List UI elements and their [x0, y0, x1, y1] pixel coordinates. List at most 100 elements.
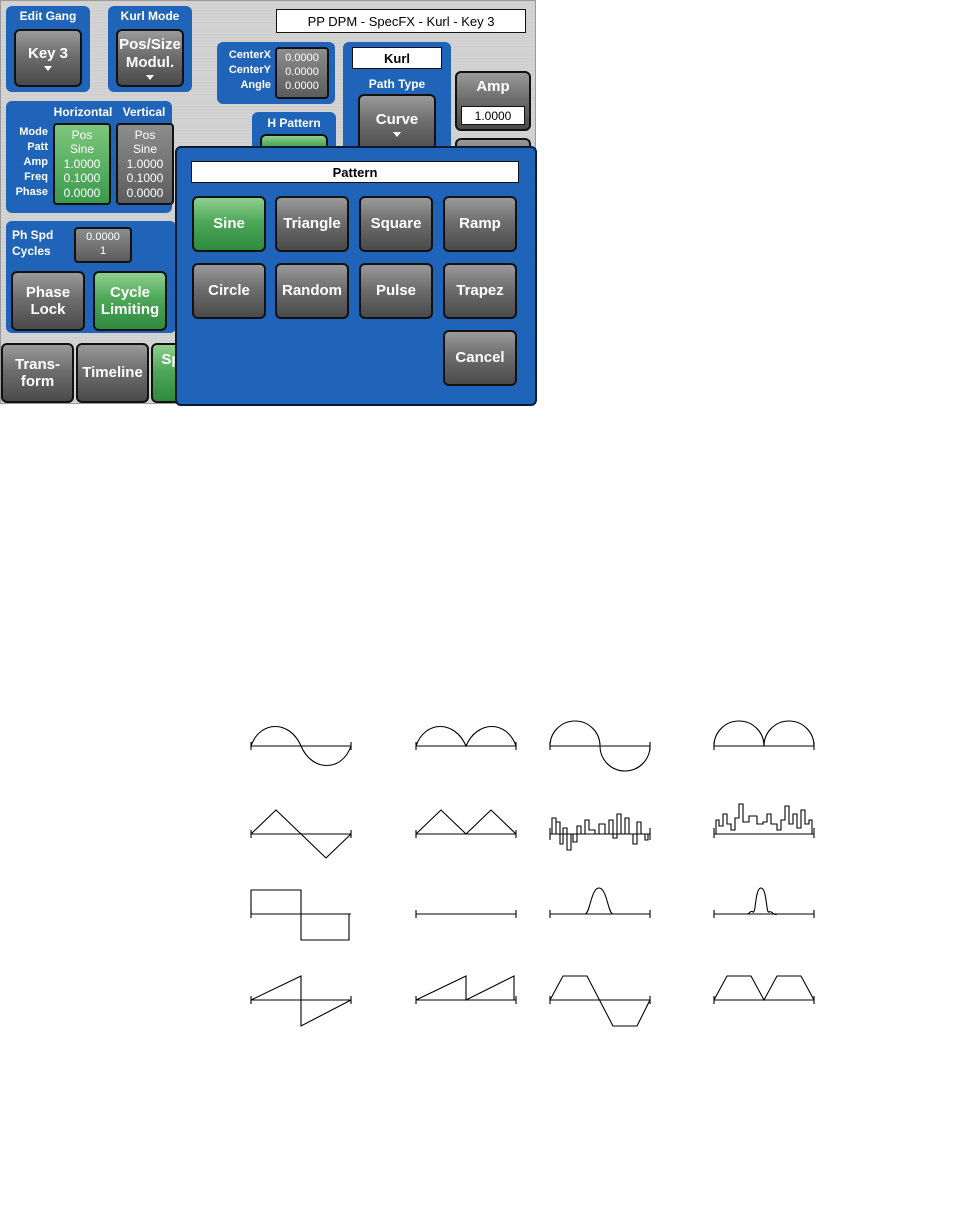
menu-title-field: PP DPM - SpecFX - Kurl - Key 3 — [276, 9, 526, 33]
tab-timeline[interactable]: Timeline — [76, 343, 149, 403]
phase-label: Phase — [15, 186, 48, 198]
center-labels: CenterX CenterY Angle — [219, 48, 271, 93]
phase-values-button[interactable]: 0.0000 1 — [74, 227, 132, 263]
horizontal-mode: Pos — [71, 127, 93, 142]
edit-gang-button[interactable]: Key 3 — [14, 29, 82, 87]
h-pattern-title: H Pattern — [267, 116, 321, 130]
tab-transform-line1: Trans- — [14, 355, 60, 373]
dropdown-arrow-icon — [146, 74, 154, 80]
pattern-popup: Pattern Sine Triangle Square Ramp Circle… — [175, 146, 537, 406]
ramp-abs-waveform-icon — [415, 975, 517, 1004]
kurl-mode-group: Kurl Mode Pos/Size Modul. — [108, 6, 192, 92]
pattern-random-button[interactable]: Random — [275, 263, 349, 319]
dropdown-arrow-icon — [393, 132, 401, 138]
center-y-value: 0.0000 — [285, 66, 319, 79]
square-waveform-icon — [250, 889, 351, 941]
sine-waveform-icon — [250, 725, 352, 767]
pattern-square-button[interactable]: Square — [359, 196, 433, 252]
dropdown-arrow-icon — [44, 66, 52, 72]
pattern-sine-button[interactable]: Sine — [192, 196, 266, 252]
pattern-trapez-label: Trapez — [456, 282, 504, 300]
vertical-title: Vertical — [122, 105, 166, 119]
path-type-label: Curve — [375, 110, 419, 128]
pulse-waveform-icon — [549, 887, 651, 918]
horizontal-freq: 0.1000 — [63, 171, 101, 186]
center-group: CenterX CenterY Angle 0.0000 0.0000 0.00… — [217, 42, 335, 104]
cycle-limiting-button[interactable]: Cycle Limiting — [93, 271, 167, 331]
pattern-circle-button[interactable]: Circle — [192, 263, 266, 319]
pulse-ringing-waveform-icon — [713, 887, 815, 918]
trapezoid-waveform-icon — [549, 975, 651, 1027]
phase-labels: Ph Spd Cycles — [12, 227, 72, 259]
angle-label: Angle — [240, 78, 271, 91]
mode-label: Mode — [19, 126, 48, 138]
vertical-patt: Sine — [132, 142, 158, 157]
kurl-label-field: Kurl — [352, 47, 442, 69]
pattern-row-labels: Mode Patt Amp Freq Phase — [8, 125, 48, 200]
kurl-mode-line2: Modul. — [125, 53, 175, 71]
phase-lock-line1: Phase — [25, 283, 71, 301]
cycle-limiting-line1: Cycle — [109, 283, 151, 301]
horizontal-pattern-button[interactable]: Pos Sine 1.0000 0.1000 0.0000 — [53, 123, 111, 205]
pattern-square-label: Square — [370, 215, 422, 233]
random-waveform-icon — [549, 813, 651, 851]
vertical-mode: Pos — [134, 127, 156, 142]
tab-timeline-label: Timeline — [82, 364, 143, 382]
phase-group: Ph Spd Cycles 0.0000 1 Phase Lock Cycle … — [6, 221, 176, 333]
kurl-mode-title: Kurl Mode — [120, 9, 180, 23]
path-type-button[interactable]: Curve — [358, 94, 436, 154]
circle-waveform-icon — [549, 720, 651, 772]
sine-abs-waveform-icon — [415, 725, 517, 750]
freq-label: Freq — [24, 171, 48, 183]
cycles-value: 1 — [99, 245, 107, 257]
pattern-cancel-label: Cancel — [455, 349, 505, 367]
path-type-group: Kurl Path Type Curve — [343, 42, 451, 154]
cycle-limiting-line2: Limiting — [100, 301, 160, 318]
pattern-ramp-button[interactable]: Ramp — [443, 196, 517, 252]
ph-spd-label: Ph Spd — [12, 228, 54, 242]
horizontal-amp: 1.0000 — [63, 156, 101, 171]
square-abs-waveform-icon — [415, 910, 517, 918]
ramp-waveform-icon — [250, 975, 352, 1027]
angle-value: 0.0000 — [285, 79, 319, 92]
center-y-label: CenterY — [228, 63, 271, 76]
phase-lock-line2: Lock — [30, 301, 66, 318]
pattern-circle-label: Circle — [208, 282, 250, 300]
pattern-trapez-button[interactable]: Trapez — [443, 263, 517, 319]
center-values-button[interactable]: 0.0000 0.0000 0.0000 — [275, 47, 329, 99]
phase-lock-button[interactable]: Phase Lock — [11, 271, 85, 331]
vertical-phase: 0.0000 — [126, 185, 164, 200]
amp-param-label: Amp — [23, 156, 48, 168]
kurl-mode-button[interactable]: Pos/Size Modul. — [116, 29, 184, 87]
pattern-ramp-label: Ramp — [459, 215, 501, 233]
pattern-popup-title: Pattern — [191, 161, 519, 183]
tab-transform[interactable]: Trans- form — [1, 343, 74, 403]
vertical-freq: 0.1000 — [126, 171, 164, 186]
vertical-pattern-button[interactable]: Pos Sine 1.0000 0.1000 0.0000 — [116, 123, 174, 205]
center-x-value: 0.0000 — [285, 52, 319, 65]
edit-gang-title: Edit Gang — [19, 9, 77, 23]
horizontal-title: Horizontal — [53, 105, 113, 119]
pattern-sine-label: Sine — [213, 215, 245, 233]
center-x-label: CenterX — [228, 49, 271, 61]
edit-gang-group: Edit Gang Key 3 — [6, 6, 90, 92]
triangle-waveform-icon — [250, 809, 352, 859]
pattern-cancel-button[interactable]: Cancel — [443, 330, 517, 386]
horizontal-patt: Sine — [69, 142, 95, 157]
cycles-label: Cycles — [12, 244, 51, 258]
patt-label: Patt — [27, 141, 48, 153]
kurl-mode-line1: Pos/Size — [119, 36, 181, 54]
horizontal-phase: 0.0000 — [63, 185, 101, 200]
path-type-title: Path Type — [368, 77, 426, 91]
pattern-pulse-label: Pulse — [375, 282, 417, 300]
edit-gang-label: Key 3 — [27, 44, 69, 62]
pattern-params-group: Horizontal Vertical Mode Patt Amp Freq P… — [6, 101, 174, 213]
ph-spd-value: 0.0000 — [86, 231, 120, 244]
pattern-triangle-label: Triangle — [283, 215, 341, 233]
tab-transform-line2: form — [20, 373, 55, 390]
pattern-triangle-button[interactable]: Triangle — [275, 196, 349, 252]
amp-label: Amp — [476, 78, 510, 95]
amp-value: 1.0000 — [461, 106, 525, 125]
pattern-pulse-button[interactable]: Pulse — [359, 263, 433, 319]
vertical-amp: 1.0000 — [126, 156, 164, 171]
